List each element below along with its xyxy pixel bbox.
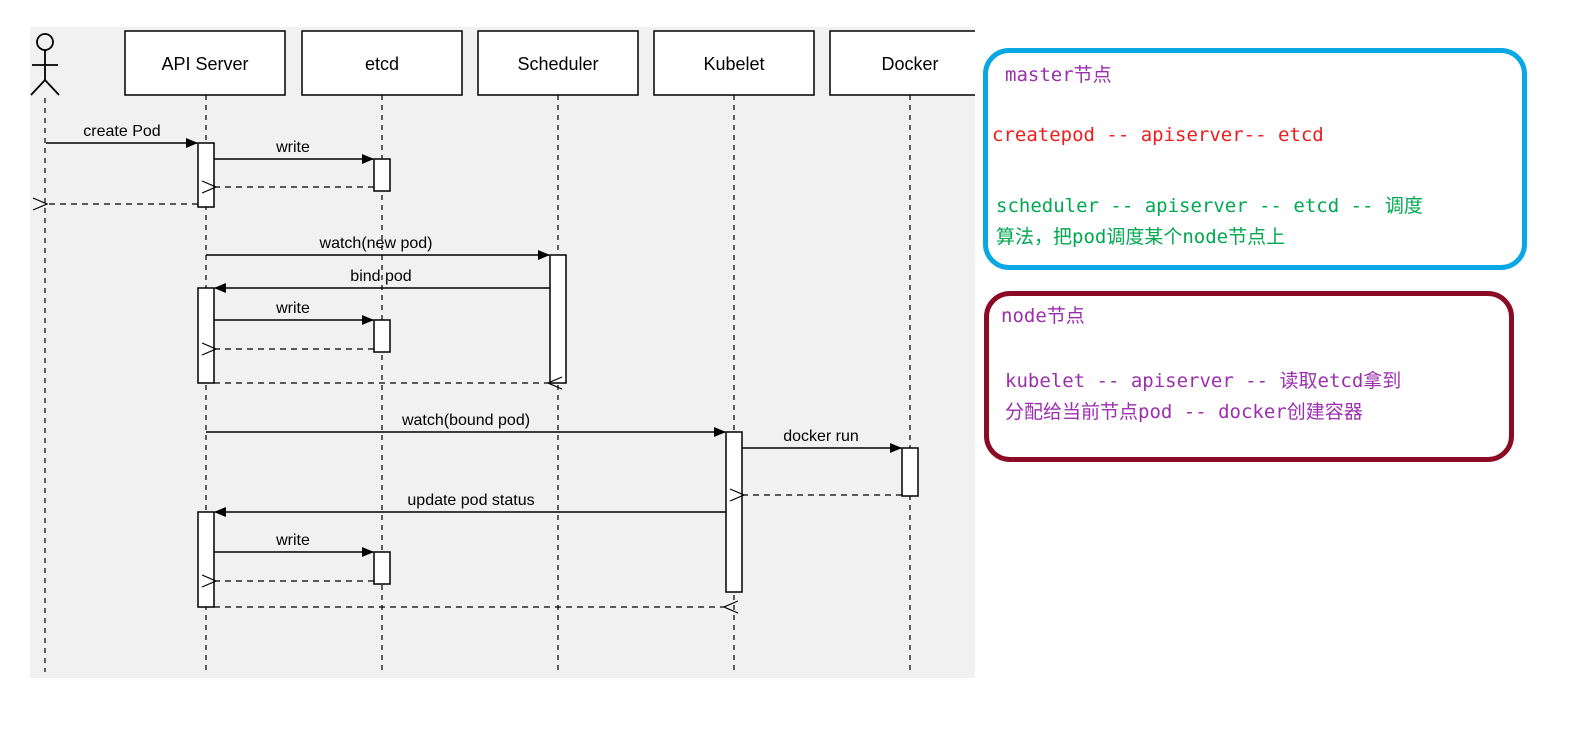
- participant-label-kubelet: Kubelet: [703, 54, 764, 74]
- activation-etcd-3: [373, 551, 391, 585]
- participant-label-scheduler: Scheduler: [517, 54, 598, 74]
- participant-api-server: API Server: [124, 30, 286, 96]
- node-note-line1: kubelet -- apiserver -- 读取etcd拿到: [1005, 370, 1402, 392]
- label-update-pod-status: update pod status: [407, 492, 534, 509]
- label-watch-new-pod: watch(new pod): [319, 235, 433, 252]
- sequence-diagram: API Server etcd Scheduler Kubelet Docker: [30, 27, 975, 678]
- participant-kubelet: Kubelet: [653, 30, 815, 96]
- label-write-3: write: [275, 532, 310, 549]
- participant-label-api-server: API Server: [161, 54, 248, 74]
- actor-icon: [30, 33, 60, 96]
- worker-node-note: node节点 kubelet -- apiserver -- 读取etcd拿到 …: [984, 291, 1514, 462]
- label-bind-pod: bind pod: [350, 268, 411, 285]
- activation-api-server-2: [197, 287, 215, 384]
- master-node-note: master节点 createpod -- apiserver-- etcd s…: [983, 48, 1527, 270]
- label-create-pod: create Pod: [83, 123, 160, 140]
- label-write-2: write: [275, 300, 310, 317]
- diagram-background: [30, 27, 975, 678]
- label-watch-bound-pod: watch(bound pod): [401, 412, 530, 429]
- master-note-title: master节点: [1005, 64, 1112, 86]
- master-note-line3: 算法，把pod调度某个node节点上: [996, 226, 1286, 248]
- participant-label-etcd: etcd: [365, 54, 399, 74]
- activation-kubelet: [725, 431, 743, 593]
- label-write-1: write: [275, 139, 310, 156]
- master-note-line2: scheduler -- apiserver -- etcd -- 调度: [996, 195, 1423, 217]
- participant-label-docker: Docker: [881, 54, 938, 74]
- label-docker-run: docker run: [783, 428, 859, 445]
- participant-scheduler: Scheduler: [477, 30, 639, 96]
- activation-docker: [901, 447, 919, 497]
- node-note-line2: 分配给当前节点pod -- docker创建容器: [1005, 401, 1363, 423]
- activation-scheduler: [549, 254, 567, 384]
- participant-etcd: etcd: [301, 30, 463, 96]
- master-note-line1: createpod -- apiserver-- etcd: [992, 124, 1324, 146]
- node-note-title: node节点: [1001, 305, 1085, 327]
- activation-api-server-1: [197, 142, 215, 208]
- activation-etcd-1: [373, 158, 391, 192]
- participant-docker: Docker: [829, 30, 975, 96]
- activation-api-server-3: [197, 511, 215, 608]
- activation-etcd-2: [373, 319, 391, 353]
